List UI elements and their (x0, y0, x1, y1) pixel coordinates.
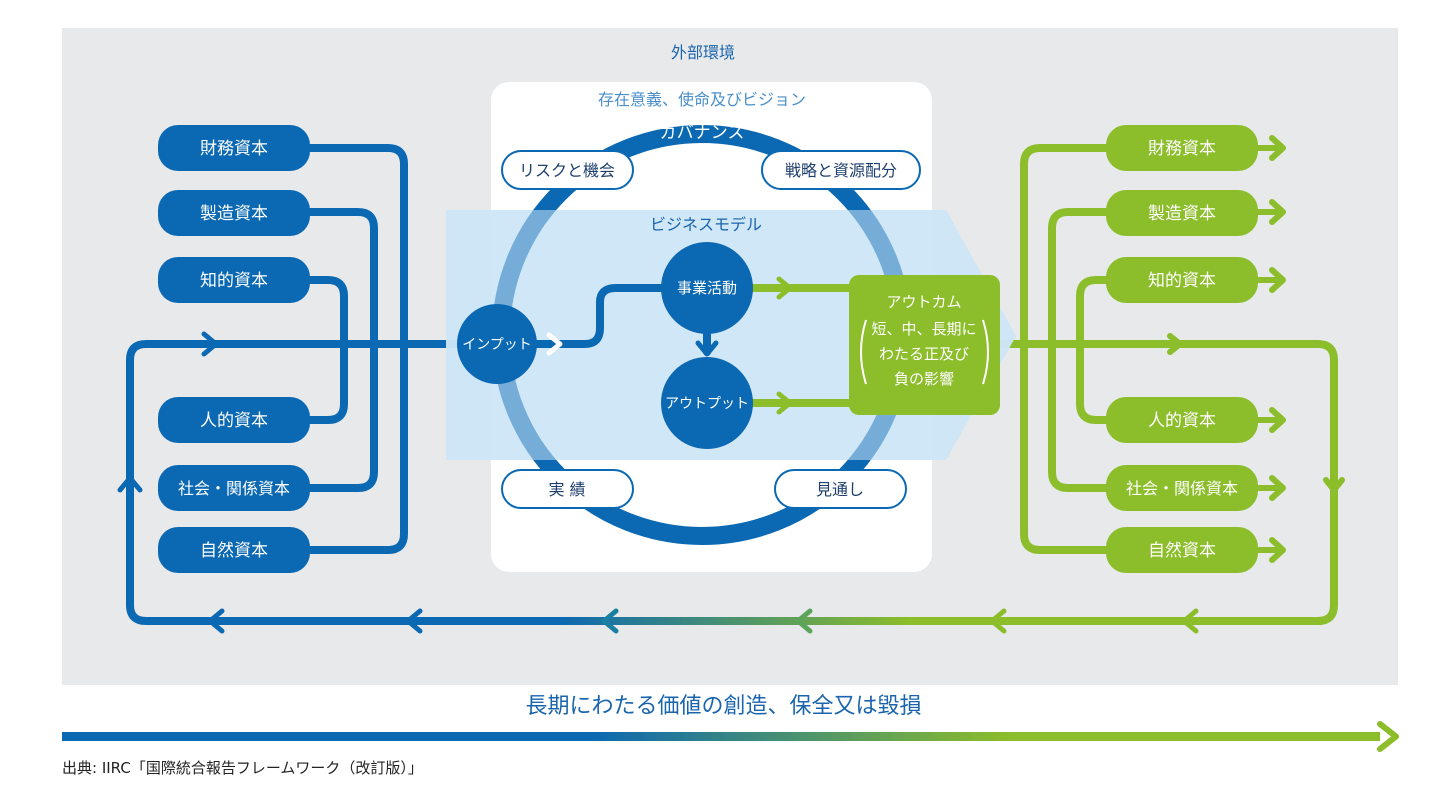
bottom-return-arrows (601, 608, 1199, 634)
value-creation-label: 長期にわたる価値の創造、保全又は毀損 (525, 694, 922, 719)
right-capital-label: 知的資本 (1148, 271, 1216, 291)
outcomes-title: アウトカム (886, 293, 961, 311)
outputs-label: アウトプット (665, 396, 749, 412)
outlook-pill: 見通し (774, 469, 907, 509)
left-capital-label: 人的資本 (200, 411, 268, 431)
source-caption: 出典: IIRC「国際統合報告フレームワーク（改訂版）」 (62, 759, 423, 777)
strategy-label: 戦略と資源配分 (785, 161, 897, 180)
inputs-node (457, 304, 537, 384)
strategy-pill: 戦略と資源配分 (761, 150, 921, 190)
activities-label: 事業活動 (677, 279, 737, 297)
left-capital-human: 人的資本 (158, 397, 310, 443)
outcomes-line-1: 短、中、長期に (871, 320, 976, 338)
left-capital-label: 製造資本 (200, 204, 268, 224)
left-input-lines (126, 144, 704, 625)
right-capital-label: 自然資本 (1148, 541, 1216, 561)
purpose-label: 存在意義、使命及びビジョン (598, 90, 806, 109)
right-capital-label: 社会・関係資本 (1126, 479, 1238, 498)
right-capitals: 財務資本 製造資本 知的資本 人的資本 社会・関係資本 自然資本 (1106, 125, 1258, 573)
right-capital-manufactured: 製造資本 (1106, 190, 1258, 236)
left-capital-label: 自然資本 (200, 541, 268, 561)
outcomes-box (849, 275, 1000, 415)
left-capital-label: 社会・関係資本 (178, 479, 290, 498)
outputs-node (661, 357, 753, 449)
right-capital-human: 人的資本 (1106, 397, 1258, 443)
left-capital-natural: 自然資本 (158, 527, 310, 573)
right-capital-intellectual: 知的資本 (1106, 257, 1258, 303)
right-capital-label: 財務資本 (1148, 139, 1216, 159)
inner-flow-arrows (546, 276, 793, 415)
outcomes-line-3: 負の影響 (894, 370, 954, 388)
business-model-label: ビジネスモデル (650, 215, 762, 234)
right-capital-natural: 自然資本 (1106, 527, 1258, 573)
left-capital-label: 知的資本 (200, 271, 268, 291)
external-environment-label: 外部環境 (671, 43, 735, 62)
left-capital-label: 財務資本 (200, 139, 268, 159)
left-capital-manufactured: 製造資本 (158, 190, 310, 236)
left-capital-intellectual: 知的資本 (158, 257, 310, 303)
activities-node (661, 242, 753, 334)
right-capital-label: 人的資本 (1148, 411, 1216, 431)
outcomes-right-paren (982, 319, 989, 385)
right-outcome-lines (996, 144, 1338, 625)
governance-label: ガバナンス (660, 123, 745, 143)
performance-pill: 実 績 (501, 469, 634, 509)
performance-label: 実 績 (548, 480, 585, 499)
risk-pill: リスクと機会 (501, 150, 634, 190)
outcomes-left-paren (860, 319, 867, 385)
right-capital-label: 製造資本 (1148, 204, 1216, 224)
value-creation-arrow-head (1377, 721, 1399, 752)
return-flow-line (146, 617, 1322, 625)
outcomes-line-2: わたる正及び (879, 345, 969, 363)
value-creation-bar (62, 732, 1380, 741)
outlook-label: 見通し (816, 480, 864, 499)
right-capital-social: 社会・関係資本 (1106, 465, 1258, 511)
left-capitals: 財務資本 製造資本 知的資本 人的資本 社会・関係資本 自然資本 (158, 125, 310, 573)
left-capital-financial: 財務資本 (158, 125, 310, 171)
risk-label: リスクと機会 (519, 161, 615, 180)
left-loop-arrows (117, 331, 423, 634)
inputs-label: インプット (462, 337, 532, 353)
right-capital-financial: 財務資本 (1106, 125, 1258, 171)
left-capital-social: 社会・関係資本 (158, 465, 310, 511)
